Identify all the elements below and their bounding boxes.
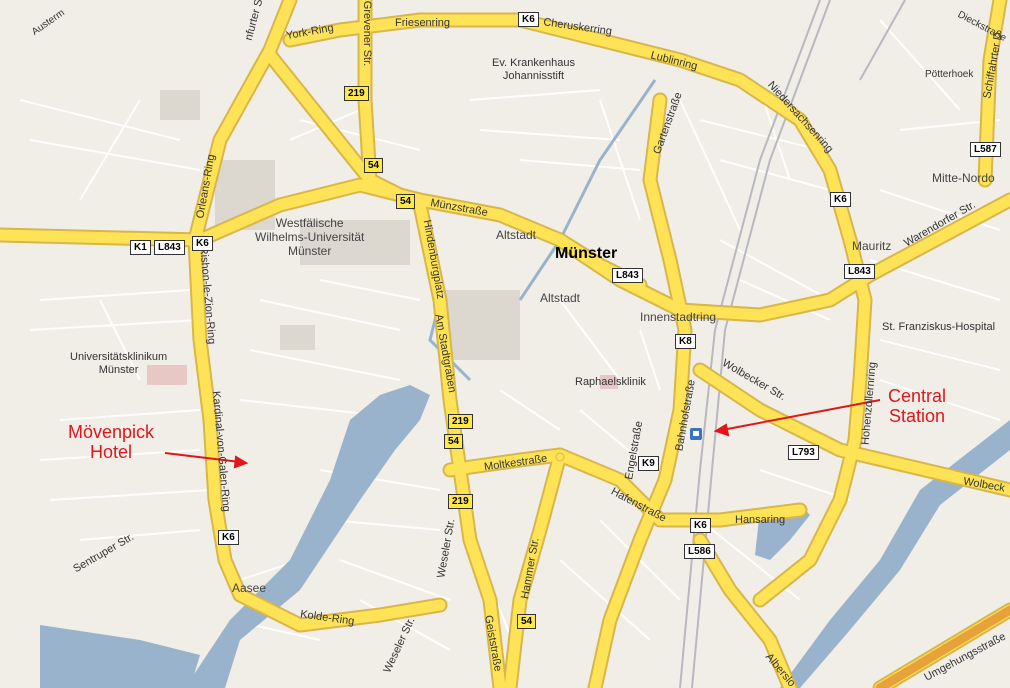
- district-mitte-nordost: Mitte-Nordo: [932, 171, 995, 185]
- shield-k1: K1: [130, 240, 151, 255]
- shield-k8: K8: [675, 334, 696, 349]
- shield-l587: L587: [970, 142, 1001, 157]
- shield-k6-e: K6: [830, 192, 851, 207]
- hotel-arrow-head: [233, 455, 249, 469]
- street-poetterhoek: Pötterhoek: [925, 69, 974, 80]
- shield-k9: K9: [638, 456, 659, 471]
- shield-l586: L586: [684, 544, 715, 559]
- shield-l843-w: L843: [154, 240, 185, 255]
- canal: [780, 420, 1010, 688]
- shield-54-b: 54: [396, 194, 416, 209]
- district-mauritz: Mauritz: [852, 239, 892, 253]
- roundabout: [555, 452, 565, 462]
- street-hansaring: Hansaring: [735, 514, 786, 526]
- hotel-arrow: [164, 452, 241, 463]
- building-block: [280, 325, 315, 350]
- aasee-lake: [185, 385, 430, 688]
- poi-universitaet: Westfälische Wilhelms-Universität Münste…: [255, 216, 365, 258]
- shield-k6-top: K6: [518, 12, 539, 27]
- poi-raphaelsklinik: Raphaelsklinik: [575, 376, 646, 388]
- street-grevener: Grevener Str.: [361, 0, 374, 67]
- shield-54-c: 54: [444, 434, 464, 449]
- shield-54-a: 54: [364, 158, 384, 173]
- district-altstadt-2: Altstadt: [540, 291, 581, 305]
- building-block: [440, 290, 520, 360]
- annotation-hotel: Mövenpick Hotel: [68, 422, 155, 462]
- river: [518, 79, 657, 301]
- shield-k6-s: K6: [690, 518, 711, 533]
- poi-aasee: Aasee: [232, 581, 267, 595]
- shield-k6-w: K6: [192, 236, 213, 251]
- shield-219-c: 219: [448, 414, 473, 429]
- building-block: [300, 220, 410, 265]
- hospital-area: [147, 365, 187, 385]
- annotation-station: Central Station: [888, 386, 947, 426]
- street-innenstadtring: Innenstadtring: [640, 310, 717, 324]
- shield-l843-e: L843: [844, 264, 875, 279]
- street-friesenring: Friesenring: [395, 17, 451, 29]
- city-label: Münster: [555, 245, 618, 262]
- station-arrow: [721, 399, 881, 431]
- poi-klinikum: Universitätsklinikum Münster: [70, 351, 168, 376]
- shield-54-s: 54: [517, 614, 537, 629]
- shield-l843-c: L843: [612, 268, 643, 283]
- shield-l793: L793: [788, 445, 819, 460]
- station-arrow-head: [713, 423, 730, 437]
- shield-219-s: 219: [448, 494, 473, 509]
- building-block: [160, 90, 200, 120]
- shield-219-top: 219: [344, 86, 369, 101]
- water-body: [40, 625, 200, 688]
- district-altstadt: Altstadt: [496, 228, 537, 242]
- shield-k6-sw: K6: [218, 530, 239, 545]
- poi-krankenhaus: Ev. Krankenhaus Johannisstift: [492, 57, 575, 82]
- poi-franziskus: St. Franziskus-Hospital: [882, 321, 996, 333]
- hospital-area: [600, 375, 618, 389]
